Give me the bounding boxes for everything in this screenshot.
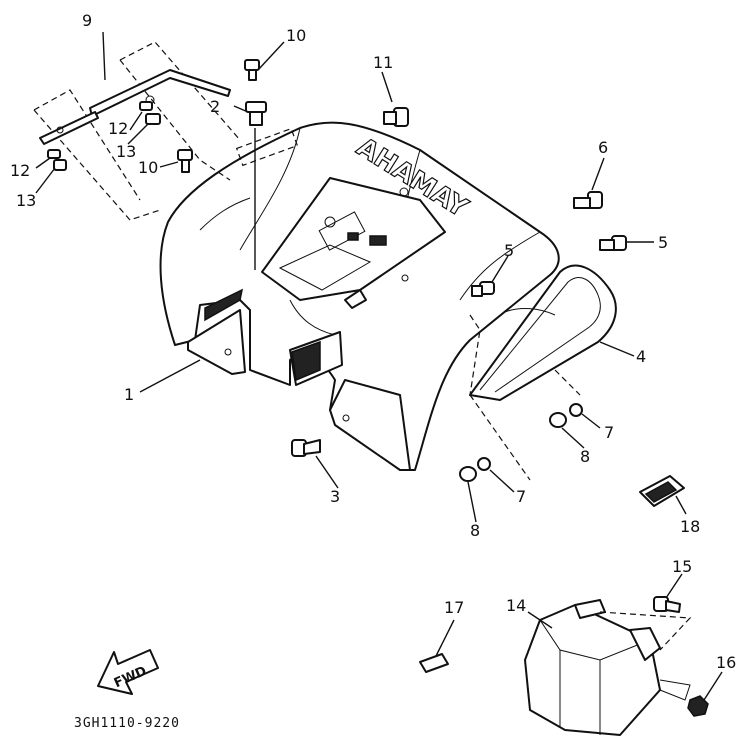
screw-2: [245, 101, 267, 126]
pad-17: [419, 653, 449, 673]
callout-2: 2: [210, 97, 220, 116]
callout-8-left: 8: [470, 521, 480, 540]
callout-13-lower: 13: [16, 191, 36, 210]
screw-10-top: [244, 59, 260, 81]
screw-6: [573, 191, 603, 209]
nut-12-13-upper: [139, 101, 161, 125]
callout-1: 1: [124, 385, 134, 404]
bracket-assembly: [33, 41, 241, 221]
screw-3: [291, 439, 321, 457]
callout-16: 16: [716, 653, 736, 672]
screw-10-left: [177, 149, 193, 173]
nut-16: [687, 695, 709, 717]
screw-5-right: [599, 235, 627, 251]
washer-7-8-right: [549, 403, 583, 428]
callout-5-center: 5: [504, 241, 514, 260]
callout-12-lower: 12: [10, 161, 30, 180]
mud-flap-lower: [329, 379, 411, 471]
callout-7-left: 7: [516, 487, 526, 506]
drawing-code: 3GH1110-9220: [74, 716, 180, 731]
screw-11: [383, 107, 409, 127]
callout-9: 9: [82, 11, 92, 30]
callout-11: 11: [373, 53, 393, 72]
side-rail: [469, 264, 617, 401]
callout-6: 6: [598, 138, 608, 157]
storage-box: [524, 599, 692, 736]
mud-flap-left: [187, 288, 246, 375]
callout-14: 14: [506, 596, 526, 615]
callouts: 9 10 11 2 12 13 10 12 13 1 6 5 5 4 7 8 7…: [10, 11, 736, 672]
callout-5-right: 5: [658, 233, 668, 252]
callout-13-upper: 13: [116, 142, 136, 161]
callout-10-left: 10: [138, 158, 158, 177]
leader-lines: [35, 31, 723, 701]
callout-4: 4: [636, 347, 646, 366]
clip-18: [639, 475, 685, 507]
callout-8-right: 8: [580, 447, 590, 466]
rear-fender: [159, 121, 560, 471]
callout-18: 18: [680, 517, 700, 536]
nut-12-13-lower: [47, 149, 67, 171]
mud-flap-center: [289, 331, 343, 386]
washer-7-8-left: [459, 457, 491, 482]
callout-17: 17: [444, 598, 464, 617]
bolt-15: [653, 596, 681, 613]
fwd-arrow: FWD: [97, 649, 159, 695]
callout-3: 3: [330, 487, 340, 506]
callout-12-upper: 12: [108, 119, 128, 138]
callout-15: 15: [672, 557, 692, 576]
callout-7-right: 7: [604, 423, 614, 442]
callout-10-top: 10: [286, 26, 306, 45]
screw-5-center: [471, 281, 495, 297]
